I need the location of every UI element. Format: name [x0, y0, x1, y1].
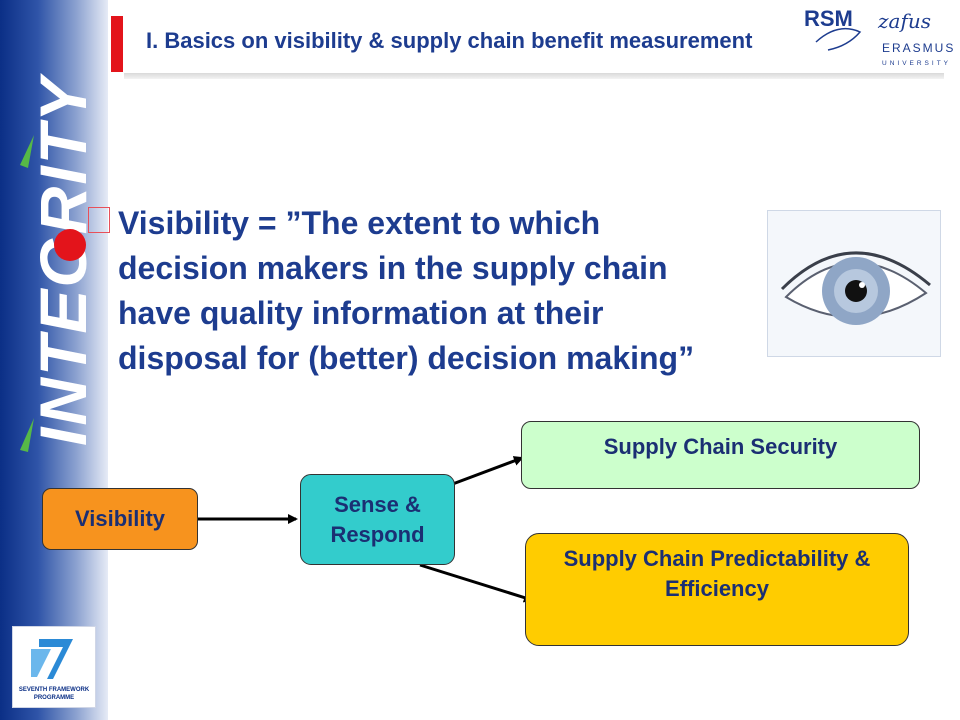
title-accent-bar	[111, 16, 123, 72]
visibility-definition: Visibility = ”The extent to which decisi…	[118, 205, 695, 376]
integrity-logo-text: INTEGRITY	[26, 73, 100, 446]
integrity-logo: INTEGRITY	[20, 73, 100, 452]
eye-photo-icon	[767, 210, 941, 357]
title-divider	[124, 73, 944, 79]
fp7-logo-line1: SEVENTH FRAMEWORK	[19, 687, 90, 693]
node-predictability-label: Supply Chain Predictability & Efficiency	[563, 546, 871, 601]
slide-title: I. Basics on visibility & supply chain b…	[146, 28, 753, 53]
erasmus-name: ERASMUS	[882, 41, 955, 55]
arrow-sense-to-predictability	[419, 563, 534, 603]
node-sense-respond-label: Sense & Respond	[330, 491, 425, 547]
sidebar: INTEGRITY SEVENTH FRAMEWORK PROGRAMME	[0, 0, 108, 720]
node-security-label: Supply Chain Security	[603, 434, 838, 459]
node-supply-chain-security: Supply Chain Security	[521, 421, 920, 489]
node-visibility: Visibility	[42, 488, 198, 550]
rsm-erasmus-logo: RSM zafus ERASMUS UNIVERSITY	[804, 6, 955, 67]
node-sense-respond: Sense & Respond	[300, 474, 455, 565]
rsm-logo-text: RSM	[804, 6, 853, 31]
erasmus-suffix: UNIVERSITY	[882, 60, 951, 67]
fp7-logo: SEVENTH FRAMEWORK PROGRAMME	[12, 626, 96, 708]
arrow-sense-to-security	[449, 456, 524, 487]
node-supply-chain-predictability: Supply Chain Predictability & Efficiency	[525, 533, 909, 646]
erasmus-script: zafus	[877, 9, 931, 33]
node-visibility-label: Visibility	[74, 506, 166, 531]
fp7-logo-line2: PROGRAMME	[34, 695, 74, 701]
square-bullet-icon	[88, 207, 110, 233]
